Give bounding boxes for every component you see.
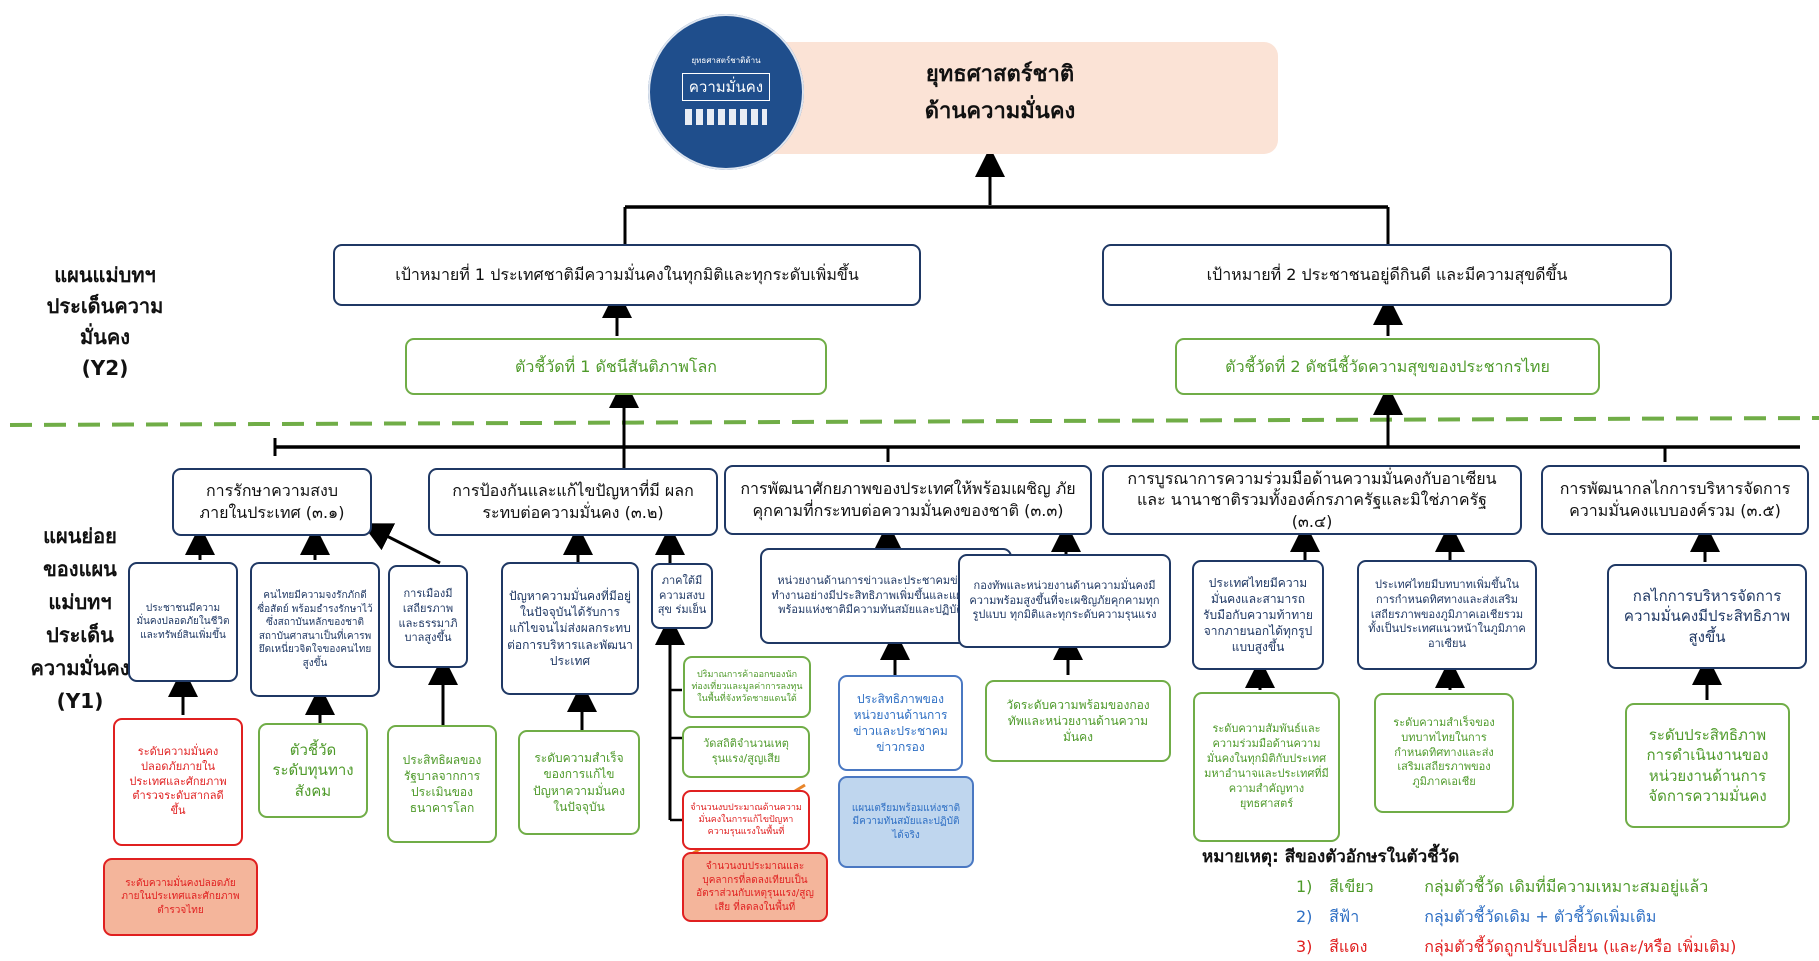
label-y1-line: แม่บทฯ xyxy=(48,590,112,614)
title-line1: ยุทธศาสตร์ชาติ xyxy=(925,62,1075,87)
target-4: ปัญหาความมั่นคงที่มีอยู่ในปัจจุบันได้รับ… xyxy=(501,562,639,695)
legend-color-name: สีแดง xyxy=(1329,937,1368,956)
plan-3-3: การพัฒนาศักยภาพของประเทศให้พร้อมเผชิญ ภั… xyxy=(724,465,1092,535)
legend-item-blue: 2) สีฟ้า กลุ่มตัวชี้วัดเดิม + ตัวชี้วัดเ… xyxy=(1296,905,1656,930)
target-9: ประเทศไทยมีบทบาทเพิ่มขึ้นในการกำหนดทิศทา… xyxy=(1357,560,1537,670)
label-y1-line: (Y1) xyxy=(56,689,104,713)
plan-3-5: การพัฒนากลไกการบริหารจัดการ ความมั่นคงแบ… xyxy=(1541,465,1809,535)
kpi-9: ระดับความสำเร็จของบทบาทไทยในการกำหนดทิศท… xyxy=(1374,693,1514,813)
label-y1: แผนย่อย ของแผน แม่บทฯ ประเด็น ความมั่นคง… xyxy=(10,520,150,718)
legend-color-name: สีฟ้า xyxy=(1329,907,1360,926)
security-logo: ยุทธศาสตร์ชาติด้าน ความมั่นคง xyxy=(648,14,804,170)
legend-item-green: 1) สีเขียว กลุ่มตัวชี้วัด เดิมที่มีความเ… xyxy=(1296,875,1708,900)
kpi-6a: ประสิทธิภาพของหน่วยงานด้านการข่าวและประช… xyxy=(838,675,963,771)
legend-desc: กลุ่มตัวชี้วัด เดิมที่มีความเหมาะสมอยู่แ… xyxy=(1424,877,1709,896)
legend-desc: กลุ่มตัวชี้วัดถูกปรับเปลี่ยน (และ/หรือ เ… xyxy=(1424,937,1737,956)
plan-3-1: การรักษาความสงบ ภายในประเทศ (๓.๑) xyxy=(172,468,372,536)
legend-num: 1) xyxy=(1296,877,1313,896)
kpi-6b: แผนเตรียมพร้อมแห่งชาติมีความทันสมัยและปฏ… xyxy=(838,776,974,868)
legend-num: 2) xyxy=(1296,907,1313,926)
legend-desc: กลุ่มตัวชี้วัดเดิม + ตัวชี้วัดเพิ่มเติม xyxy=(1424,907,1657,926)
target-5: ภาคใต้มีความสงบสุข ร่มเย็น xyxy=(651,563,713,629)
indicator-2: ตัวชี้วัดที่ 2 ดัชนีชี้วัดความสุขของประช… xyxy=(1175,338,1600,395)
target-3: การเมืองมีเสถียรภาพและธรรมาภิบาลสูงขึ้น xyxy=(388,565,468,668)
target-8: ประเทศไทยมีความมั่นคงและสามารถรับมือกับค… xyxy=(1192,560,1324,670)
goal-2: เป้าหมายที่ 2 ประชาชนอยู่ดีกินดี และมีคว… xyxy=(1102,244,1672,306)
legend-title: หมายเหตุ: สีของตัวอักษรในตัวชี้วัด xyxy=(1202,847,1460,867)
label-y1-line: แผนย่อย xyxy=(43,524,117,548)
legend-num: 3) xyxy=(1296,937,1313,956)
kpi-5b: วัดสถิติจำนวนเหตุรุนแรง/สูญเสีย xyxy=(682,726,810,778)
target-7: กองทัพและหน่วยงานด้านความมั่นคงมีความพร้… xyxy=(958,554,1171,648)
section-divider xyxy=(9,416,1819,427)
goal-1: เป้าหมายที่ 1 ประเทศชาติมีความมั่นคงในทุ… xyxy=(333,244,921,306)
kpi-5d-redfill: จำนวนงบประมาณและบุคลากรที่ลดลงเทียบเป็นอ… xyxy=(682,852,828,922)
legend-item-red: 3) สีแดง กลุ่มตัวชี้วัดถูกปรับเปลี่ยน (แ… xyxy=(1296,935,1736,960)
target-2: คนไทยมีความจงรักภักดี ซื่อสัตย์ พร้อมธำร… xyxy=(250,562,380,697)
label-y1-line: ของแผน xyxy=(43,557,117,581)
logo-small-text: ยุทธศาสตร์ชาติด้าน xyxy=(691,55,761,65)
kpi-1-redfill: ระดับความมั่นคงปลอดภัยภายในประเทศและศักย… xyxy=(103,858,258,936)
logo-big-text: ความมั่นคง xyxy=(681,72,771,101)
kpi-1-red: ระดับความมั่นคงปลอดภัยภายในประเทศและศักย… xyxy=(113,718,243,846)
kpi-4: ระดับความสำเร็จของการแก้ไขปัญหาความมั่นค… xyxy=(518,730,640,835)
page-title: ยุทธศาสตร์ชาติ ด้านความมั่นคง xyxy=(860,56,1140,131)
label-y2-line: (Y2) xyxy=(81,356,129,380)
label-y2-line: มั่นคง xyxy=(80,325,130,349)
plan-3-2: การป้องกันและแก้ไขปัญหาที่มี ผลกระทบต่อค… xyxy=(428,468,718,536)
label-y2: แผนแม่บทฯ ประเด็นความ มั่นคง (Y2) xyxy=(20,260,190,384)
kpi-5c-red: จำนวนงบประมาณด้านความมั่นคงในการแก้ไขปัญ… xyxy=(682,790,810,850)
legend-color-name: สีเขียว xyxy=(1329,877,1374,896)
target-1: ประชาชนมีความมั่นคงปลอดภัยในชีวิตและทรัพ… xyxy=(128,562,238,682)
kpi-7: วัดระดับความพร้อมของกองทัพและหน่วยงานด้า… xyxy=(985,680,1171,762)
kpi-10: ระดับประสิทธิภาพการดำเนินงานของหน่วยงานด… xyxy=(1625,703,1790,828)
logo-fence-icon xyxy=(685,108,767,125)
label-y1-line: ประเด็น xyxy=(46,623,114,647)
indicator-1: ตัวชี้วัดที่ 1 ดัชนีสันติภาพโลก xyxy=(405,338,827,395)
label-y2-line: แผนแม่บทฯ xyxy=(54,263,156,287)
target-10: กลไกการบริหารจัดการความมั่นคงมีประสิทธิภ… xyxy=(1607,564,1807,669)
kpi-5a: ปริมาณการค้าออกของนักท่องเที่ยวและมูลค่า… xyxy=(683,656,811,718)
kpi-3: ประสิทธิผลของรัฐบาลจากการประเมินของธนาคา… xyxy=(387,725,497,843)
plan-3-4: การบูรณาการความร่วมมือด้านความมั่นคงกับอ… xyxy=(1102,465,1522,535)
kpi-8: ระดับความสัมพันธ์และความร่วมมือด้านความม… xyxy=(1193,692,1340,842)
kpi-2: ตัวชี้วัด ระดับทุนทางสังคม xyxy=(258,723,368,818)
title-line2: ด้านความมั่นคง xyxy=(924,99,1076,125)
label-y2-line: ประเด็นความ xyxy=(46,294,164,318)
label-y1-line: ความมั่นคง xyxy=(30,656,130,680)
